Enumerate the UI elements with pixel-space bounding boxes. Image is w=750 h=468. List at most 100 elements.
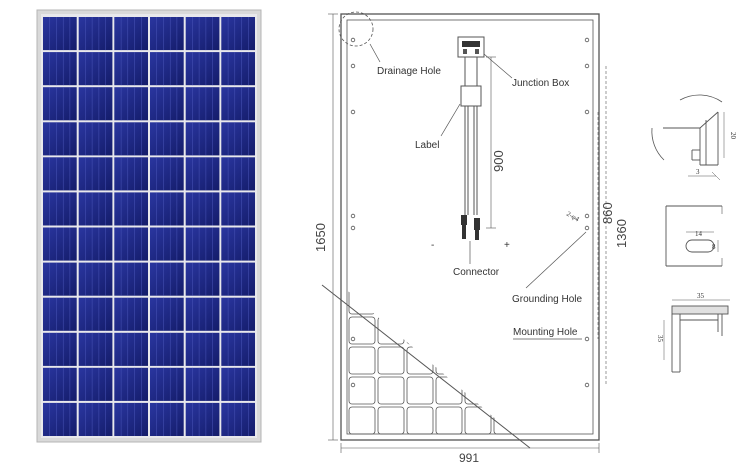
cutaway-cell (464, 316, 492, 345)
dimension-1650-line (328, 13, 338, 441)
cutaway-cell (435, 376, 463, 405)
solar-cell (43, 332, 77, 366)
label-grounding-hole: Grounding Hole (512, 294, 582, 305)
solar-cell (78, 262, 113, 296)
solar-cell (78, 192, 113, 226)
dimension-900-line (486, 56, 496, 229)
cutaway-cell (435, 316, 463, 345)
solar-cell (78, 297, 113, 331)
solar-cell (221, 87, 255, 121)
solar-cell (43, 17, 77, 51)
cutaway-cell (377, 346, 405, 375)
solar-cell (78, 17, 113, 51)
solar-cell (150, 192, 184, 226)
solar-cell (185, 227, 220, 261)
cutaway-cell (406, 376, 434, 405)
cable-lines (460, 57, 482, 215)
cutaway-cell (464, 346, 492, 375)
solar-cell (43, 297, 77, 331)
cutaway-cell (377, 376, 405, 405)
solar-cell (78, 157, 113, 191)
solar-cell (78, 52, 113, 86)
solar-cell (221, 157, 255, 191)
solar-cell (43, 122, 77, 156)
cutaway-cell (348, 316, 376, 345)
drawing-outer-frame (340, 13, 600, 441)
cutaway-cell (348, 406, 376, 435)
solar-cell (114, 192, 148, 226)
solar-cell (185, 52, 220, 86)
panel-cell-grid (43, 17, 255, 436)
solar-cell (78, 227, 113, 261)
solar-cell (78, 87, 113, 121)
dimension-grounding-note: 2-φ4 (565, 210, 581, 224)
profile-detail (663, 299, 730, 373)
leader-lines (369, 43, 587, 340)
solar-cell (114, 367, 148, 401)
solar-panel-photo (36, 9, 262, 443)
label-label: Label (415, 140, 439, 151)
hole-dim-b: 8 (712, 243, 716, 251)
solar-cell (185, 402, 220, 436)
cutaway-cell (435, 346, 463, 375)
solar-cell (150, 157, 184, 191)
label-connector: Connector (453, 267, 500, 278)
solar-cell (43, 262, 77, 296)
solar-cell (221, 192, 255, 226)
solar-cell (43, 87, 77, 121)
cutaway-cell (493, 346, 520, 375)
label-drainage-hole: Drainage Hole (377, 66, 441, 77)
cutaway-cell (435, 406, 463, 435)
solar-cell (185, 122, 220, 156)
solar-cell (114, 297, 148, 331)
solar-cell (221, 52, 255, 86)
solar-cell (185, 192, 220, 226)
cutaway-cell (435, 286, 463, 315)
solar-cell (221, 227, 255, 261)
cutaway-cell (464, 406, 492, 435)
profile-dim-height: 35 (656, 335, 664, 343)
drainage-hole-circle (338, 11, 374, 47)
label-mounting-hole: Mounting Hole (513, 327, 578, 338)
solar-cell (150, 87, 184, 121)
solar-cell (185, 17, 220, 51)
solar-cell (114, 157, 148, 191)
cutaway-cell (348, 286, 376, 315)
cutaway-cell (377, 286, 405, 315)
cutaway-cell (348, 346, 376, 375)
cutaway-cell (406, 406, 434, 435)
solar-cell (221, 297, 255, 331)
corner-dim-b: 3 (696, 168, 700, 176)
junction-box-shape (457, 36, 485, 58)
label-junction-box: Junction Box (512, 78, 569, 89)
profile-dim-width: 35 (697, 292, 705, 300)
solar-cell (185, 262, 220, 296)
hole-dim-a: 14 (695, 230, 703, 238)
solar-cell (114, 52, 148, 86)
cutaway-cell (493, 376, 520, 405)
cutaway-cell (406, 316, 434, 345)
corner-dim-a: 20 (729, 132, 737, 140)
solar-cell (78, 402, 113, 436)
connector-plugs (461, 215, 480, 240)
cutaway-cell (348, 376, 376, 405)
solar-cell (43, 402, 77, 436)
corner-detail (651, 94, 725, 181)
solar-cell (221, 402, 255, 436)
dimension-991: 991 (459, 451, 479, 465)
solar-cell (150, 297, 184, 331)
solar-cell (150, 367, 184, 401)
solar-cell (185, 332, 220, 366)
hole-detail (665, 205, 723, 267)
dimension-1650: 1650 (313, 223, 328, 252)
solar-cell (150, 332, 184, 366)
solar-cell (78, 332, 113, 366)
solar-cell (150, 17, 184, 51)
solar-cell (185, 87, 220, 121)
solar-cell (78, 122, 113, 156)
solar-cell (43, 52, 77, 86)
solar-cell (114, 332, 148, 366)
solar-cell (185, 367, 220, 401)
solar-cell (43, 367, 77, 401)
